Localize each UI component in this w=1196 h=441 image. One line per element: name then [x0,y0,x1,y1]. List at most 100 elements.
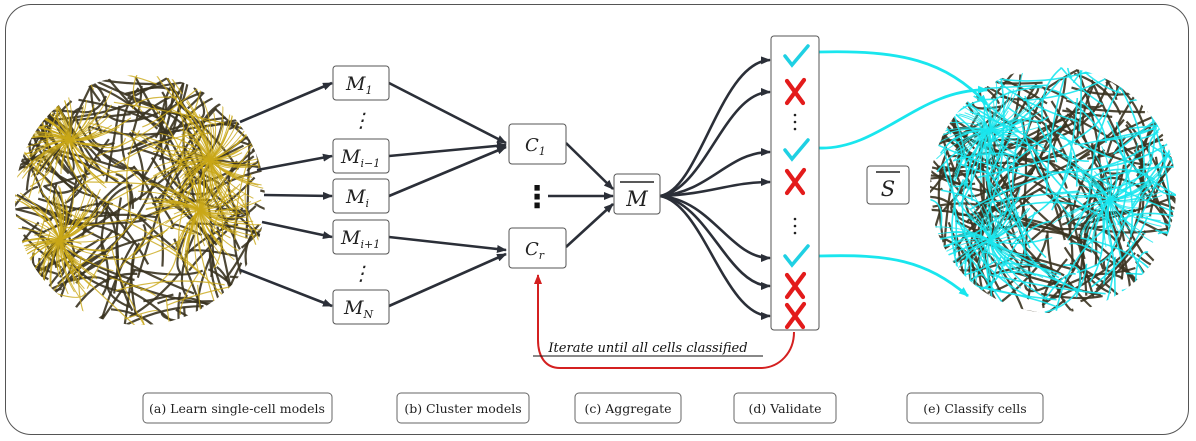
fiber [130,242,141,315]
fiber [199,192,246,211]
fiber [100,305,204,325]
arrows-to-clusters [388,81,507,308]
fiber [255,252,265,276]
fiber [113,101,225,124]
fiber [33,306,44,325]
fiber [989,90,1010,131]
fiber [946,234,991,241]
fiber [1115,67,1121,97]
fiber [15,90,50,185]
set-label-box: S [866,165,910,205]
fiber [20,257,41,325]
fiber [187,209,201,244]
fiber [57,239,63,276]
fiber [134,75,234,97]
fiber [69,113,111,141]
fiber [202,100,213,161]
fiber [1125,124,1145,219]
fiber [102,200,150,265]
fiber [950,305,1037,313]
svg-text:MN: MN [343,297,373,321]
fiber [1109,199,1154,243]
fiber [192,75,217,90]
fiber [1150,145,1176,203]
fiber [15,258,35,296]
stage-label-c: (c) Aggregate [574,392,682,424]
fiber [1012,308,1124,313]
fiber [215,75,229,87]
svg-text:Mi: Mi [345,186,369,210]
fiber [176,229,189,274]
fiber [1020,119,1073,219]
fiber [198,209,206,247]
fiber [1130,67,1154,76]
fiber [254,202,265,219]
fiber [930,159,976,186]
fiber [1172,293,1176,306]
fiber [930,299,965,313]
fiber [977,158,1052,179]
fiber [1031,67,1104,106]
fiber [989,129,1003,169]
fiber [1109,180,1132,201]
fiber [24,93,42,124]
model-box-1: M1 [332,65,390,101]
fiber [86,212,142,289]
fiber [15,271,31,311]
fiber [15,138,30,150]
fiber [990,119,1021,141]
fiber [1109,170,1163,201]
fiber [21,200,61,241]
fiber [44,75,52,79]
fiber [989,193,1012,241]
fiber [106,149,197,204]
fiber [169,177,201,211]
fiber [110,308,174,325]
cluster-box-r: Cr [508,227,567,269]
fiber [1128,113,1176,130]
fiber [1059,112,1105,150]
fiber [87,126,115,147]
fiber [1078,67,1082,132]
fiber [1155,229,1176,237]
fiber [1109,188,1168,202]
fiber [962,129,991,143]
fiber [1166,103,1176,132]
fiber [209,159,254,199]
cross-icon [784,77,807,106]
fiber [46,75,79,78]
fiber [1167,242,1176,254]
fiber [183,307,225,325]
fiber [84,181,154,186]
fiber [180,234,196,298]
fiber [1109,199,1134,244]
fiber [41,75,49,114]
fiber [1045,122,1058,163]
fiber [1101,146,1112,201]
fiber [257,77,263,171]
cross-icon [784,271,807,300]
fiber [995,80,1043,85]
model-box-i: Mi [332,178,390,214]
fiber [131,96,178,110]
fiber [66,169,149,201]
fiber [1114,67,1173,93]
svg-text:(d) Validate: (d) Validate [749,401,822,416]
fiber [199,168,209,211]
fiber [109,277,157,297]
fiber [15,195,17,226]
fiber [1159,85,1176,121]
fiber [79,75,129,81]
fiber [962,122,983,167]
fiber [986,239,991,281]
fiber [176,145,211,161]
fiber [181,133,211,161]
fiber [205,75,248,88]
fiber [140,314,174,325]
fiber [199,182,225,211]
fiber [988,273,1106,295]
fiber [930,257,945,285]
fiber [257,75,265,96]
fiber [184,114,211,161]
fiber [37,137,71,143]
